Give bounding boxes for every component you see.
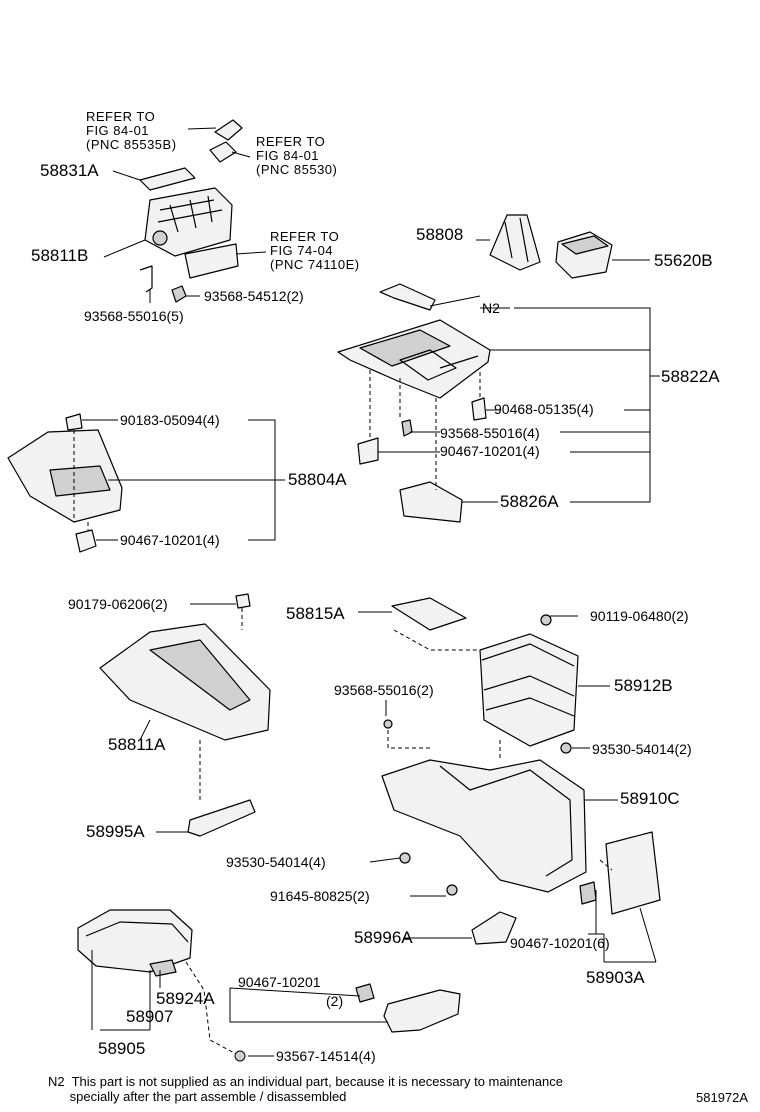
part-label-90179-06206: 90179-06206(2): [68, 596, 168, 612]
part-label-90468-05135: 90468-05135(4): [494, 401, 594, 417]
part-label-58831A: 58831A: [40, 161, 99, 180]
part-label-58905: 58905: [98, 1039, 146, 1058]
part-label-90119-06480: 90119-06480(2): [590, 608, 689, 624]
leader-lines-left-middle: [73, 419, 285, 541]
part-label-93568-55016-5: 93568-55016(5): [84, 308, 184, 324]
part-label-58808: 58808: [416, 225, 464, 244]
part-label-90183-05094: 90183-05094(4): [120, 412, 220, 428]
leader-lines-lower-left: [139, 603, 243, 833]
part-label-58903A: 58903A: [586, 968, 645, 987]
part-label-58804A: 58804A: [288, 470, 347, 489]
part-label-58826A: 58826A: [500, 492, 559, 511]
leader-lines-top-left: [103, 127, 267, 303]
armrest-part: [77, 909, 193, 977]
lid-part: [391, 597, 467, 631]
part-label-58996A: 58996A: [354, 928, 413, 947]
part-label-93530-54014-2: 93530-54014(2): [592, 741, 692, 757]
part-label-58822A: 58822A: [661, 367, 720, 386]
part-label-93568-54512: 93568-54512(2): [204, 288, 304, 304]
upper-panel-part: [337, 283, 491, 399]
part-label-90467-10201-4-upper: 90467-10201(4): [440, 443, 540, 459]
refer-note-74110E: REFER TO FIG 74-04 (PNC 74110E): [270, 229, 360, 272]
part-label-58907: 58907: [126, 1007, 174, 1026]
refer-note-85535B: REFER TO FIG 84-01 (PNC 85535B): [86, 109, 177, 152]
part-label-58910C: 58910C: [620, 789, 680, 808]
part-label-93567-14514: 93567-14514(4): [276, 1048, 376, 1064]
clips-upper-right: [357, 397, 487, 523]
part-label-58995A: 58995A: [86, 822, 145, 841]
part-label-90467-10201: 90467-10201: [238, 974, 321, 990]
part-label-N2: N2: [482, 300, 500, 316]
part-label-55620B: 55620B: [654, 251, 713, 270]
part-label-93568-55016-2: 93568-55016(2): [334, 682, 434, 698]
part-label-93530-54014-4: 93530-54014(4): [226, 854, 326, 870]
part-label-58912B: 58912B: [614, 676, 673, 695]
trim-panel-part: [7, 413, 123, 553]
refer-note-85530: REFER TO FIG 84-01 (PNC 85530): [256, 134, 338, 177]
shift-boot-part: [489, 214, 541, 271]
part-label-qty-2: (2): [326, 993, 344, 1009]
leader-lines-lower-right: [358, 611, 657, 963]
part-label-90467-10201-6: 90467-10201(6): [510, 935, 610, 951]
console-box-part: [381, 719, 587, 945]
pocket-part: [555, 231, 613, 279]
part-label-93568-55016-4: 93568-55016(4): [440, 425, 540, 441]
switch-panel-part: [139, 119, 243, 303]
part-label-58811B: 58811B: [31, 246, 89, 265]
tray-part: [355, 983, 461, 1033]
box-part: [479, 614, 579, 754]
part-label-58815A: 58815A: [286, 604, 345, 623]
side-cover-part: [579, 831, 661, 915]
part-label-90467-10201-4-lower: 90467-10201(4): [120, 532, 220, 548]
leader-lines-upper-right: [369, 239, 660, 503]
footnote-n2: N2 This part is not supplied as an indiv…: [48, 1074, 563, 1104]
figure-id: 581972A: [696, 1090, 749, 1105]
part-label-58924A: 58924A: [156, 989, 215, 1008]
part-label-91645-80825: 91645-80825(2): [270, 888, 370, 904]
part-label-58811A: 58811A: [108, 735, 166, 754]
console-rear-part: [99, 593, 271, 837]
leader-lines-bottom: [91, 950, 388, 1062]
